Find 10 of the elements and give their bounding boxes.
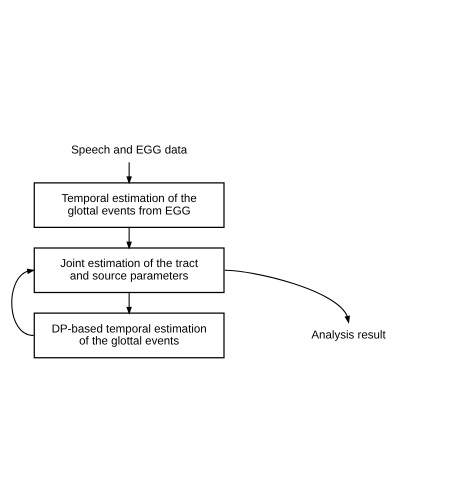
- node-box: Temporal estimation of the glottal events from EGG: [34, 182, 225, 228]
- arrow: [126, 162, 132, 184]
- node-text: Speech and EGG data: [71, 144, 188, 156]
- arrow: [126, 292, 132, 315]
- node-box: DP-based temporal estimation of the glottal events: [34, 312, 225, 358]
- node-text: Analysis result: [311, 329, 386, 342]
- arrow: [11, 268, 36, 336]
- arrow: [126, 227, 132, 250]
- arrow: [224, 270, 350, 324]
- node-box: Joint estimation of the tract and source parameters: [34, 247, 225, 294]
